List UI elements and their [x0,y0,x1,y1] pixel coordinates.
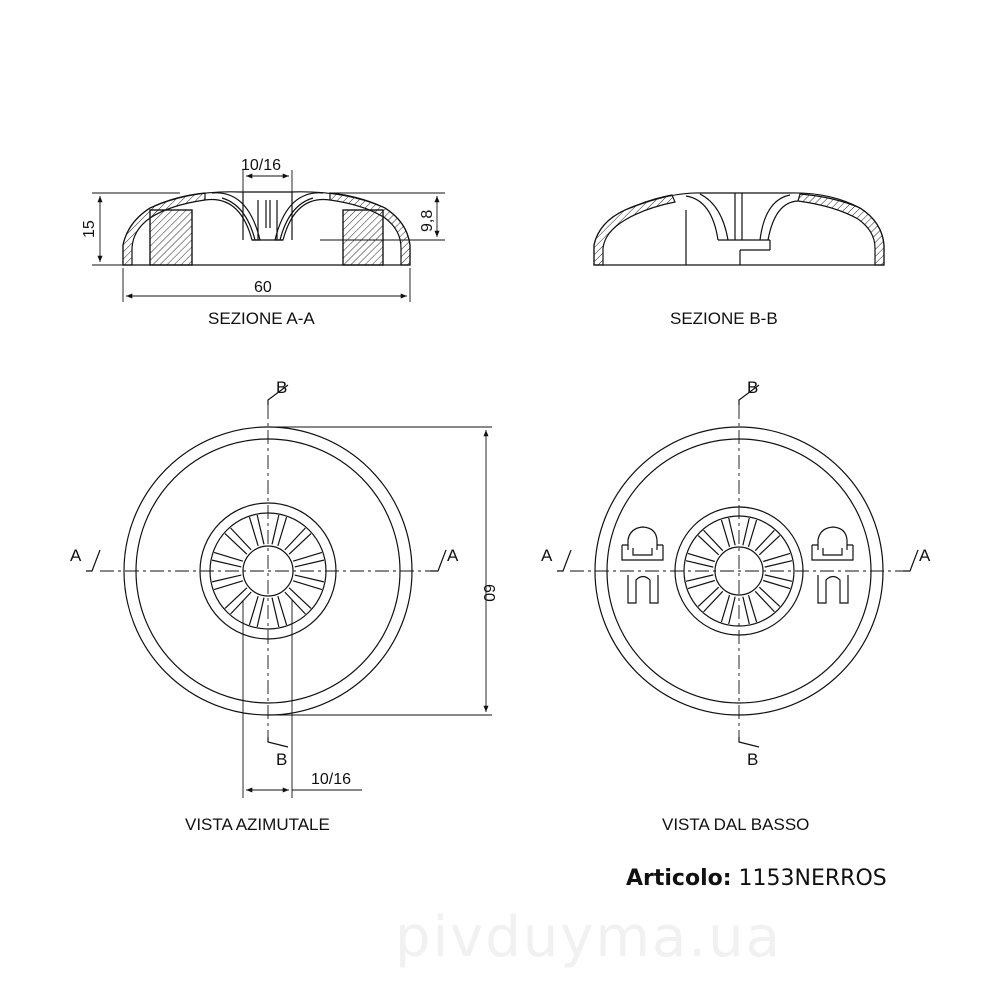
top-view-rib [248,514,265,547]
bottom-view-rib [697,586,724,613]
bottom-view-rib [697,529,724,556]
dim-width-label: 60 [254,279,272,296]
bottom-view-rib [742,595,758,625]
bottom-view-clip-right [811,526,854,604]
top-view-marker-b-top: B [276,378,287,397]
top-view-spokes [211,514,325,628]
top-view-rib [211,551,244,568]
bottom-view-rib [685,574,715,590]
section-aa-title: SEZIONE A-A [208,309,315,328]
dim-slot-top-label: 10/16 [241,157,281,174]
bottom-view-rib [754,529,781,556]
top-view-dimensions [242,426,492,798]
section-aa-arch-left [204,192,261,241]
bottom-view-marker-b-top: B [747,378,758,397]
section-bb-drawing [593,192,885,266]
top-view-axes [100,405,432,737]
top-view-marker-b-bottom: B [276,750,287,769]
article-line: Articolo: 1153NERROS [626,866,887,891]
bottom-view-marker-a-left: A [541,546,553,565]
bottom-view-marker-b-bottom: B [747,750,758,769]
watermark-text: pivduyma.ua [395,905,782,970]
top-view-title: VISTA AZIMUTALE [185,815,330,834]
bottom-view-marker-a-right: A [919,546,931,565]
top-view-rib [271,514,288,547]
top-view-rib [284,527,312,555]
bottom-view-axes [570,405,905,737]
dim-slot-plan-label: 10/16 [311,771,351,788]
section-aa-drawing [122,191,411,266]
bottom-view-rib [742,517,758,547]
top-view-cut-marks [86,384,447,748]
dim-diameter-label: 60 [480,584,497,602]
top-view-rib [211,574,244,591]
section-aa-boss-right [342,209,384,266]
dim-depth-label: 9,8 [419,210,436,232]
top-view-marker-a-right: A [447,546,459,565]
bottom-view-cut-marks [557,384,919,748]
top-view-rib [271,595,288,628]
top-view-rib [292,551,325,568]
section-aa-boss-left [149,209,193,266]
bottom-view-rib [720,517,736,547]
bottom-view-rib [754,586,781,613]
top-view-rib [224,587,252,615]
section-bb-hatch-right [797,193,885,266]
top-view-marker-a-left: A [70,546,82,565]
section-bb-hatch-left [593,194,676,266]
top-view-rib [248,595,265,628]
section-bb-title: SEZIONE B-B [670,309,778,328]
bottom-view-spokes [685,517,793,625]
top-view-rib [292,574,325,591]
top-view-rib [224,527,252,555]
bottom-view-rib [763,574,793,590]
top-view-rib [284,587,312,615]
dim-height-label: 15 [81,220,98,238]
article-code: 1153NERROS [738,866,887,891]
bottom-view-title: VISTA DAL BASSO [662,815,810,834]
article-label: Articolo: [626,866,732,891]
bottom-view-rib [763,552,793,568]
bottom-view-rib [685,552,715,568]
section-aa-dimensions [92,170,445,302]
bottom-view-rib [720,595,736,625]
bottom-view-clip-left [621,526,664,604]
section-aa-arch-right [274,192,331,241]
